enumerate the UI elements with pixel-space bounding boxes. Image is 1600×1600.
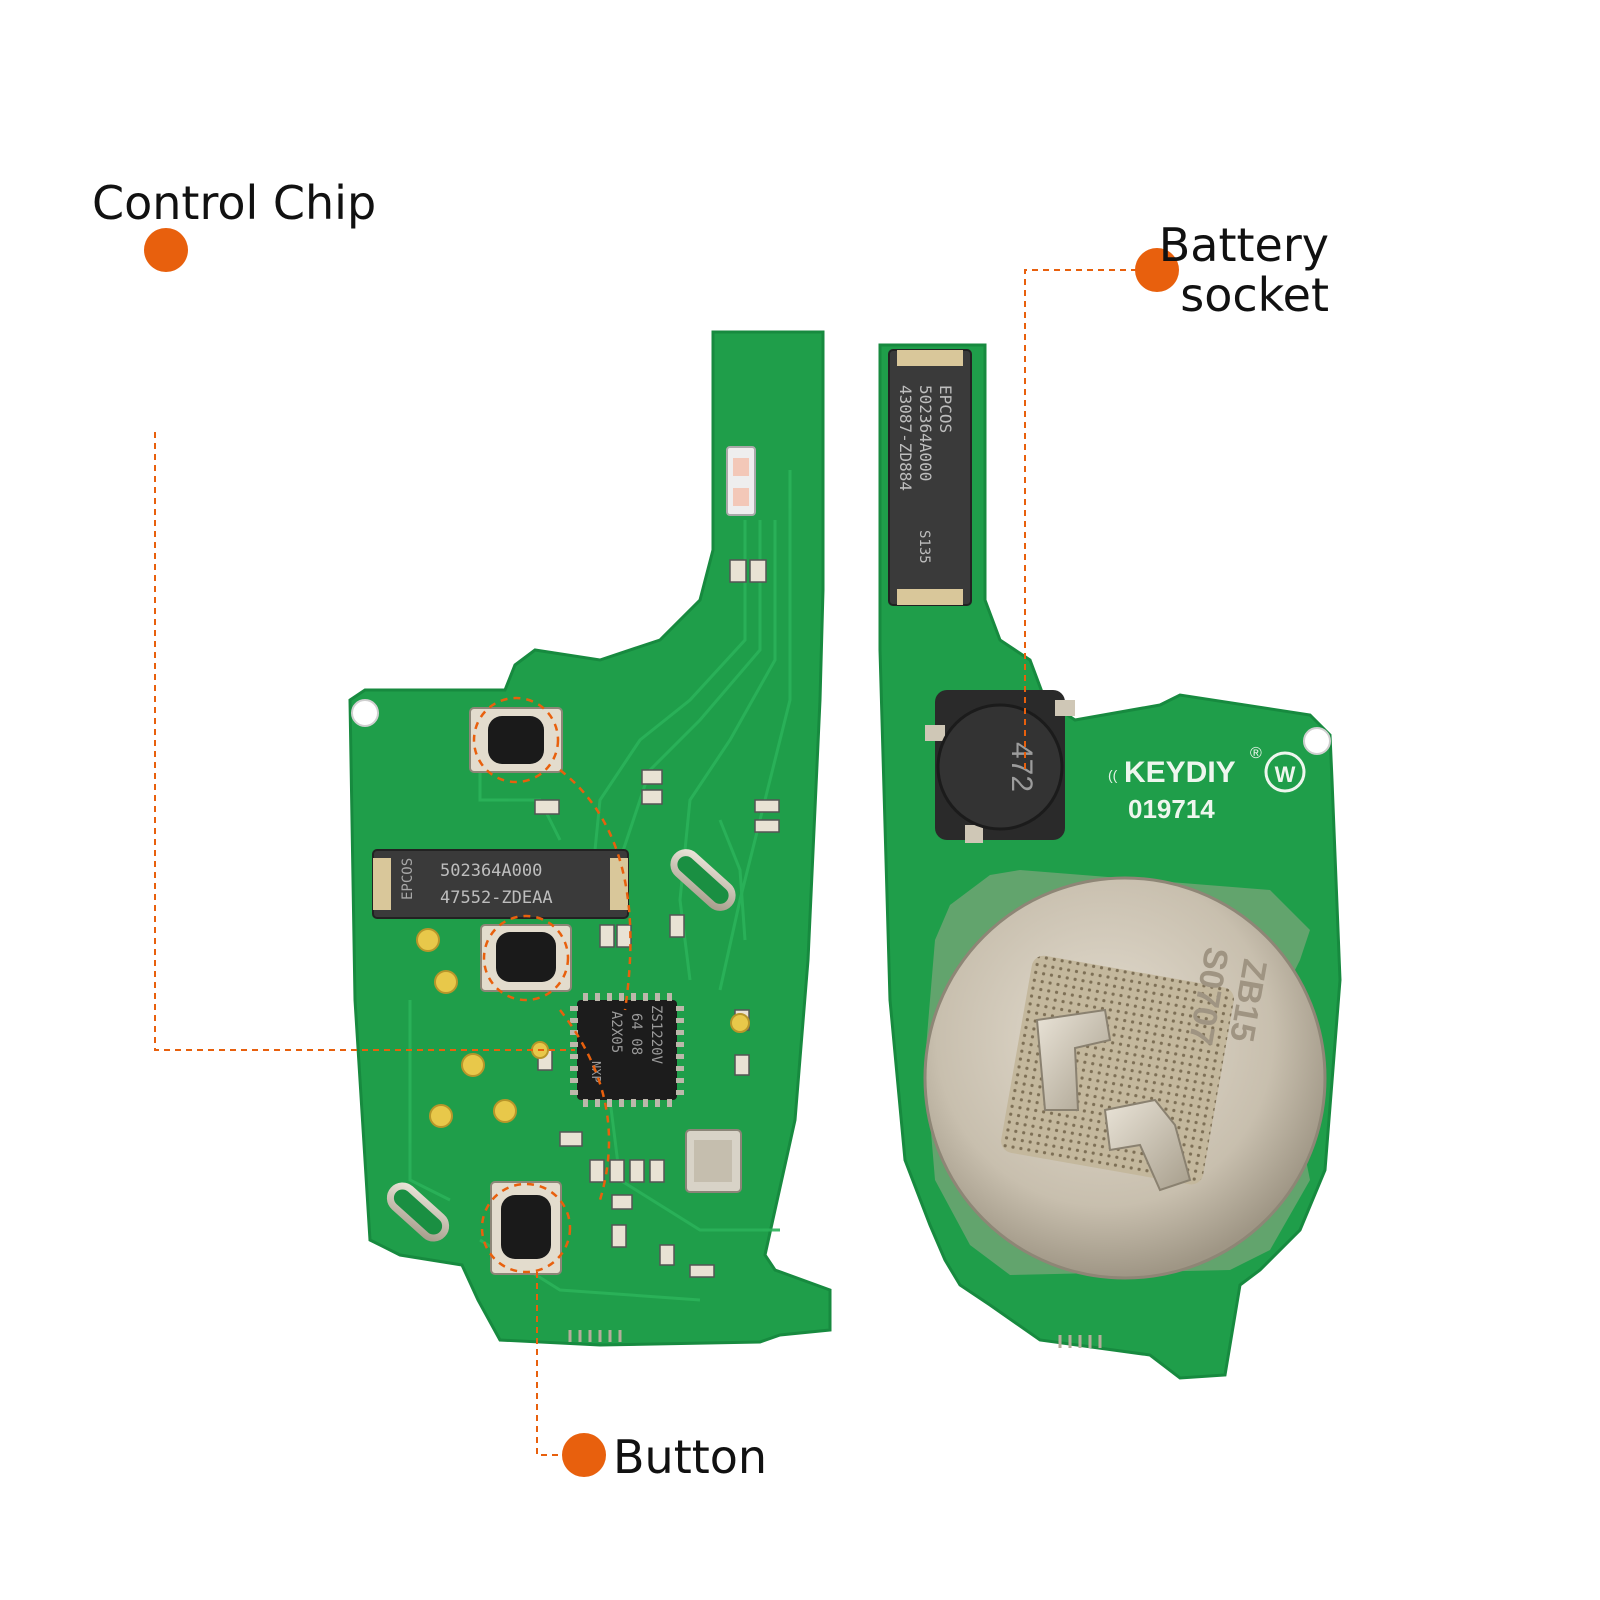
chip-line1: ZS1220V xyxy=(648,1005,664,1065)
button-marker-dot xyxy=(562,1433,606,1477)
battery-socket-label-line2: socket xyxy=(1180,268,1329,322)
tact-button-top[interactable] xyxy=(469,707,563,773)
control-chip-marker-dot xyxy=(144,228,188,272)
registered-mark: ® xyxy=(1250,745,1262,762)
battery-socket: ZB15 S0707 xyxy=(923,870,1327,1280)
antenna-coil-left: 502364A000 47552-ZDEAA EPCOS xyxy=(372,849,629,919)
keydiy-logo: (( KEYDIY ® W 019714 xyxy=(1108,745,1306,824)
left-pcb-board: 502364A000 47552-ZDEAA EPCOS xyxy=(348,330,832,1347)
battery-socket-label-line1: Battery xyxy=(1158,218,1329,272)
coil-left-line2: 47552-ZDEAA xyxy=(440,888,553,908)
control-chip-label: Control Chip xyxy=(92,176,377,230)
coil-right-top: EPCOS xyxy=(936,385,955,433)
tact-button-bottom[interactable] xyxy=(490,1181,562,1275)
coil-right-bottom: S135 xyxy=(916,530,932,564)
coil-left-line1: 502364A000 xyxy=(440,861,542,881)
callout-leader-lines xyxy=(154,269,1148,1456)
serial-number: 019714 xyxy=(1128,794,1215,824)
brand-text: KEYDIY xyxy=(1124,756,1236,789)
chip-line2: 64 08 xyxy=(628,1013,644,1055)
inductor-code: 472 xyxy=(1005,742,1038,792)
right-pcb-board: EPCOS 502364A000 43087-ZD884 S135 472 ((… xyxy=(878,343,1342,1380)
coil-right-line2: 43087-ZD884 xyxy=(896,385,915,491)
chip-line3: A2X05 xyxy=(608,1011,624,1053)
coil-left-side: EPCOS xyxy=(400,858,416,900)
coil-right-line1: 502364A000 xyxy=(916,385,935,481)
control-chip: ZS1220V 64 08 A2X05 NXP xyxy=(570,993,684,1107)
battery-socket-marker-dot xyxy=(1135,248,1179,292)
w-mark: W xyxy=(1275,762,1296,787)
svg-text:((: (( xyxy=(1108,767,1118,783)
button-label: Button xyxy=(613,1430,768,1484)
crystal-oscillator xyxy=(685,1129,742,1193)
antenna-coil-right: EPCOS 502364A000 43087-ZD884 S135 xyxy=(888,349,972,606)
tact-button-middle[interactable] xyxy=(480,924,572,992)
battery-socket-label: Battery socket xyxy=(1154,220,1329,320)
inductor-472: 472 xyxy=(925,690,1075,843)
